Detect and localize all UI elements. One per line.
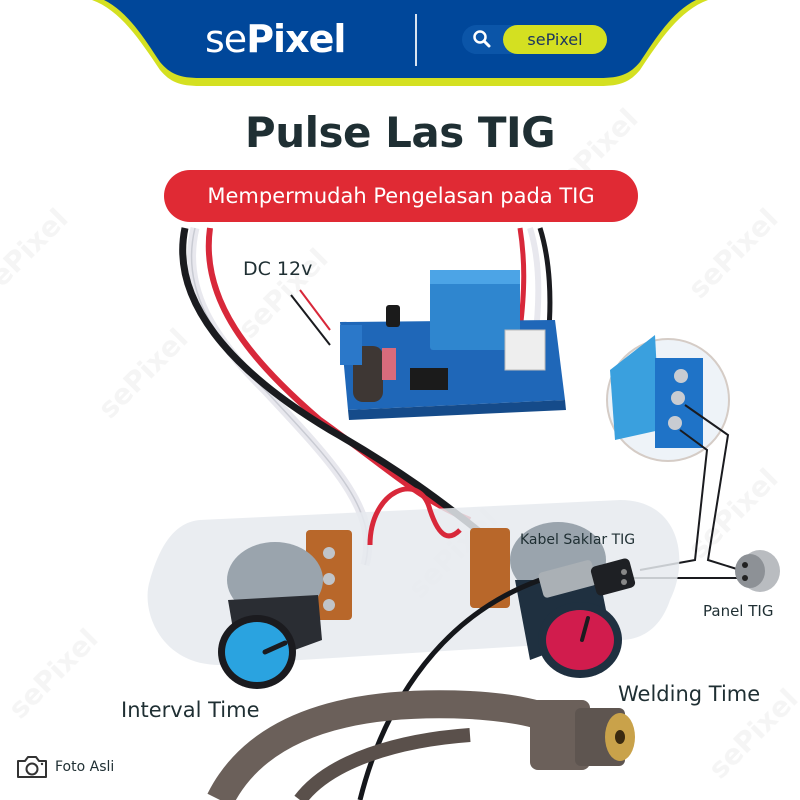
photo-badge: Foto Asli — [15, 754, 114, 780]
interval-time-label: Interval Time — [121, 698, 260, 722]
switch-cable-connector — [357, 558, 636, 800]
tig-torch-hose — [207, 690, 635, 800]
search-tag: sePixel — [503, 25, 607, 54]
panel-tig-socket — [735, 550, 780, 592]
welding-time-label: Welding Time — [618, 682, 761, 706]
switch-cable-label: Kabel Saklar TIG — [520, 532, 636, 548]
panel-tig-label: Panel TIG — [703, 602, 774, 620]
svg-text:sePixel: sePixel — [682, 202, 785, 305]
svg-text:sePixel: sePixel — [2, 622, 105, 725]
banner-divider — [415, 14, 417, 66]
photo-badge-label: Foto Asli — [55, 759, 115, 775]
svg-text:sePixel: sePixel — [0, 202, 74, 305]
interval-knob — [218, 530, 352, 689]
product-title: Pulse Las TIG — [244, 108, 556, 157]
camera-icon — [17, 756, 47, 778]
dc-input-label: DC 12v — [243, 258, 313, 280]
terminal-inset — [606, 335, 741, 579]
search-icon — [473, 30, 491, 48]
brand-logo: sePixel — [205, 17, 346, 61]
relay-board — [340, 270, 566, 420]
subtitle-badge: Mempermudah Pengelasan pada TIG — [164, 170, 638, 222]
banner-navy — [104, 0, 696, 78]
svg-text:sePixel: sePixel — [92, 322, 195, 425]
